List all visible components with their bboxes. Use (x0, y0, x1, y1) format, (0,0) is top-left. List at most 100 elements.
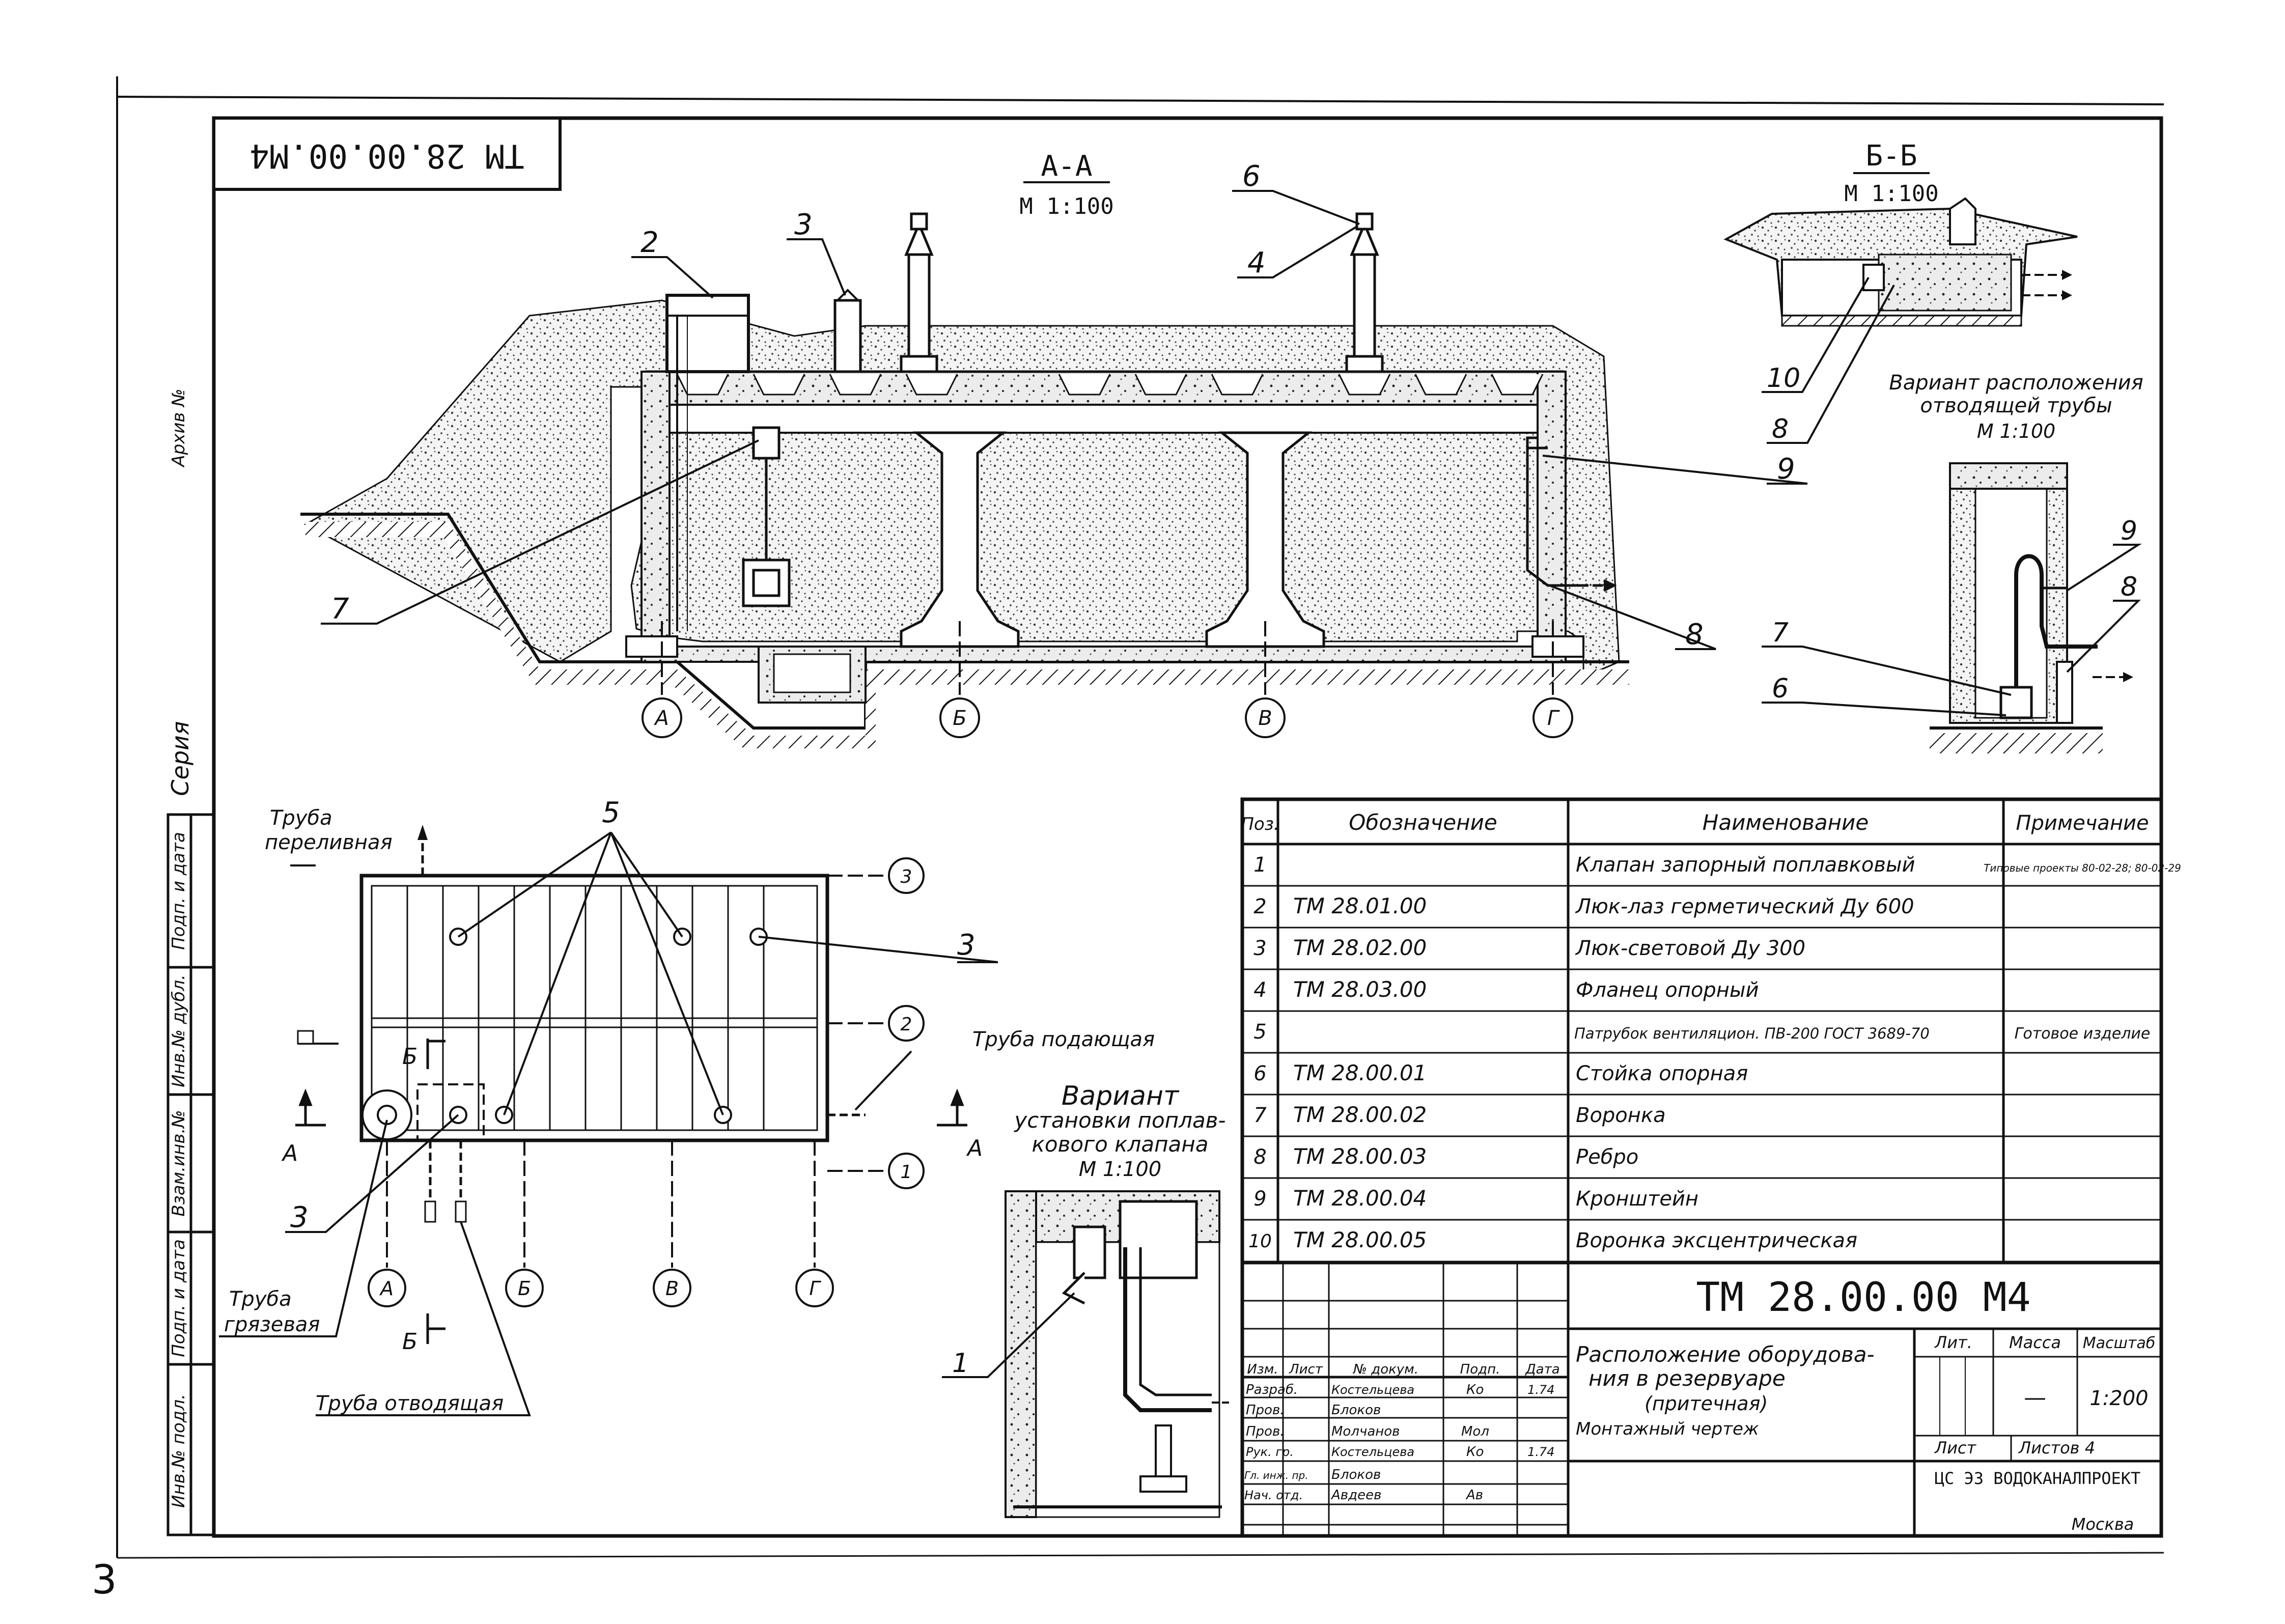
drawing-desc-2: ния в резервуаре (1589, 1366, 1786, 1391)
plan-callout-3-left: 3 (290, 1201, 309, 1234)
spec-row-name: Люк-лаз герметический Ду 600 (1575, 895, 1914, 918)
sign-name: Авдеев (1330, 1488, 1381, 1503)
valve-variant: Вариант установки поплав- кового клапана… (942, 1081, 1232, 1518)
sign-name: Молчанов (1331, 1424, 1400, 1439)
change-header-doc: № докум. (1352, 1362, 1418, 1377)
plan-callout-5: 5 (602, 796, 620, 829)
spec-row-pos: 8 (1253, 1145, 1266, 1169)
sign-mark: Ав (1465, 1488, 1483, 1503)
section-aa-scale: М 1:100 (1019, 193, 1113, 219)
spec-row-name: Клапан запорный поплавковый (1576, 853, 1915, 877)
spec-row-pos: 2 (1253, 895, 1266, 918)
spec-row-pos: 5 (1253, 1020, 1266, 1044)
city: Москва (2072, 1515, 2134, 1534)
sign-role: Пров. (1246, 1424, 1285, 1439)
spec-header-code: Обозначение (1349, 810, 1497, 835)
valve-callout-1: 1 (952, 1348, 969, 1379)
sheet-label: Лист (1934, 1438, 1976, 1458)
sign-mark: Ко (1466, 1444, 1484, 1460)
valve-caption-2: установки поплав- (1013, 1108, 1225, 1133)
spec-table-text: Поз. Обозначение Наименование Примечание… (1241, 810, 2181, 1252)
supply-pipe-label: Труба подающая (972, 1028, 1155, 1051)
axis-a-label: А (653, 707, 668, 730)
spec-row-code: ТМ 28.00.04 (1293, 1186, 1427, 1211)
side-label-sign-date-2: Подп. и дата (169, 1239, 189, 1357)
mud-pipe-label-1: Труба (229, 1287, 292, 1311)
spec-row-code: ТМ 28.00.02 (1293, 1102, 1427, 1127)
side-stamp-strip (166, 813, 215, 1536)
sign-name: Блоков (1331, 1467, 1381, 1482)
drawing-desc-3: (притечная) (1645, 1392, 1768, 1415)
change-header-sheet: Лист (1289, 1362, 1323, 1377)
spec-row-code: ТМ 28.00.01 (1293, 1060, 1427, 1085)
organization: ЦС ЭЗ ВОДОКАНАЛПРОЕКТ (1935, 1469, 2141, 1488)
spec-row-note: Готовое изделие (2015, 1025, 2151, 1043)
bb-callout-10: 10 (1767, 363, 1800, 394)
drawing-designation: ТМ 28.00.00 М4 (1696, 1275, 2030, 1321)
sign-name: Блоков (1331, 1403, 1381, 1418)
change-header-change: Изм. (1247, 1362, 1278, 1377)
spec-row-pos: 7 (1253, 1104, 1267, 1127)
valve-caption-3: кового клапана (1032, 1132, 1209, 1157)
archive-mark: Архив № (169, 388, 189, 467)
detail-callout-6: 6 (1772, 674, 1789, 704)
callout-2: 2 (640, 226, 659, 259)
page-number: 3 (92, 1557, 117, 1603)
sheets-label: Листов 4 (2018, 1438, 2095, 1458)
sign-mark: Мол (1461, 1424, 1489, 1439)
sign-role: Нач. отд. (1244, 1488, 1303, 1502)
spec-row-name: Воронка (1576, 1104, 1666, 1127)
section-aa-title: А-А (1041, 150, 1092, 183)
spec-row-note: Типовые проекты 80-02-28; 80-02-29 (1984, 862, 2181, 874)
svg-text:ТМ 28.00.00.М4: ТМ 28.00.00.М4 (249, 136, 524, 174)
overflow-funnel (742, 426, 791, 607)
spec-row-name: Патрубок вентиляцион. ПВ-200 ГОСТ 3689-7… (1574, 1025, 1930, 1042)
sign-role: Пров. (1246, 1403, 1285, 1418)
spec-row-name: Воронка эксцентрическая (1576, 1229, 1857, 1252)
mass-value: — (2024, 1385, 2046, 1411)
plan-axis-2: 2 (901, 1014, 912, 1035)
cut-a-left: А (281, 1140, 298, 1166)
spec-row-name: Люк-световой Ду 300 (1575, 937, 1805, 960)
drawing-desc-4: Монтажный чертеж (1576, 1419, 1759, 1439)
section-aa: А-А М 1:100 (300, 150, 1808, 748)
outlet-pipe (1526, 436, 1617, 592)
title-block (1240, 1261, 2163, 1538)
spec-row-code: ТМ 28.01.00 (1293, 893, 1427, 918)
tank-left-wall (640, 371, 671, 658)
section-bb-scale: М 1:100 (1844, 181, 1938, 207)
scale-header: Масштаб (2083, 1334, 2156, 1352)
side-label-replace-inv: Взам.инв.№ (169, 1110, 189, 1216)
valve-caption-4: М 1:100 (1079, 1158, 1162, 1181)
plan-axis-1: 1 (901, 1162, 912, 1183)
sign-name: Костельцева (1331, 1383, 1414, 1397)
spec-row-pos: 3 (1253, 937, 1266, 960)
sign-role: Рук. гр. (1246, 1445, 1294, 1459)
plan-axis-v: В (665, 1277, 679, 1300)
callout-6: 6 (1242, 160, 1261, 193)
sign-role: Гл. инж. пр. (1244, 1469, 1308, 1481)
tank-right-wall (1537, 371, 1567, 658)
bb-caption-line3: М 1:100 (1977, 420, 2055, 442)
spec-header-pos: Поз. (1241, 814, 1279, 834)
spec-row-name: Фланец опорный (1576, 978, 1759, 1002)
bb-caption-line1: Вариант расположения (1889, 371, 2143, 395)
spec-row-name: Стойка опорная (1576, 1062, 1748, 1085)
side-label-dup-inv: Инв.№ дубл. (169, 974, 189, 1087)
outlet-detail: 9 8 7 6 (1762, 462, 2142, 753)
ventilation-pipe-1 (900, 212, 938, 373)
side-label-orig-inv: Инв.№ подл. (169, 1394, 189, 1508)
axes-aa (642, 621, 1573, 738)
overflow-pipe-label-2: переливная (265, 831, 393, 854)
valve-caption-1: Вариант (1062, 1081, 1180, 1111)
spec-row-name: Кронштейн (1576, 1187, 1698, 1211)
mass-header: Масса (2009, 1333, 2061, 1352)
series-label: Серия (166, 721, 194, 796)
axis-b-label: Б (953, 707, 966, 730)
plan-view: А Б В Г 1 2 3 А А Б Б (219, 796, 1155, 1416)
spec-row-pos: 4 (1253, 978, 1266, 1002)
change-header-date: Дата (1525, 1362, 1559, 1377)
spec-header-note: Примечание (2016, 811, 2149, 835)
plan-axis-3: 3 (901, 866, 912, 887)
